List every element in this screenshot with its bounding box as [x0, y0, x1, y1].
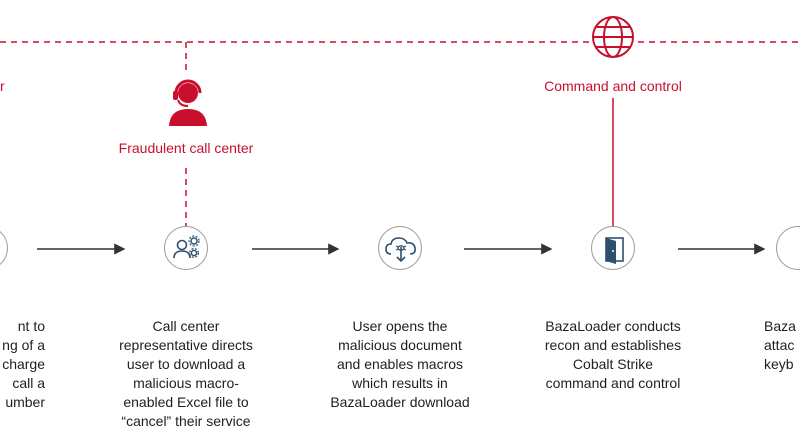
c2-label: Command and control — [544, 78, 682, 94]
bazaloader-node — [591, 226, 635, 270]
call-center-label: Fraudulent call center — [118, 140, 254, 156]
cloud-download-icon — [385, 237, 416, 263]
caption-call-center: Call center representative directs user … — [119, 318, 253, 429]
door-exit-icon — [605, 237, 624, 264]
headset-agent-icon — [169, 79, 207, 126]
caption-partial-right: Baza attac keyb — [764, 318, 796, 372]
caption-user-opens: User opens the malicious document and en… — [330, 318, 470, 410]
caption-bazaloader: BazaLoader conducts recon and establishe… — [544, 318, 682, 391]
call-center-node — [164, 226, 208, 270]
user-opens-node — [378, 226, 422, 270]
caption-partial-left: nt to ng of a charge call a umber — [2, 318, 45, 410]
user-gears-icon — [173, 235, 200, 259]
globe-icon — [592, 16, 634, 58]
partial-left-label: r — [0, 78, 5, 94]
